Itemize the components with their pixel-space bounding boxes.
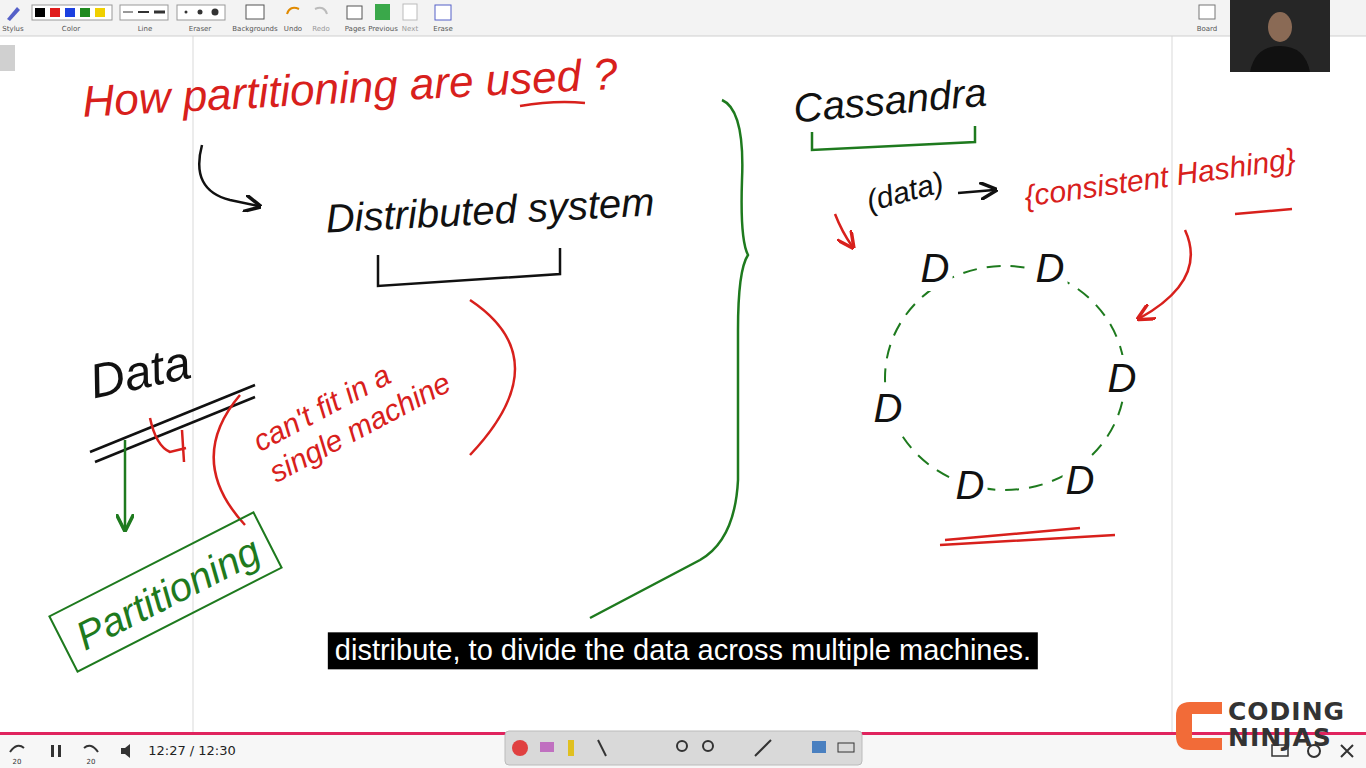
parenthesis bbox=[214, 395, 245, 525]
arrow-stroke bbox=[835, 214, 852, 246]
toolbar bbox=[0, 0, 1366, 36]
toolbar-label: Line bbox=[138, 25, 153, 33]
data-label-wrap: Data bbox=[85, 334, 196, 409]
system-label: Cassandra bbox=[792, 69, 989, 132]
toolbar-icons bbox=[7, 4, 1215, 21]
arrow-stroke bbox=[199, 145, 258, 206]
skip-seconds-wrap: 20 bbox=[87, 758, 96, 766]
toolbar-label: Eraser bbox=[189, 25, 211, 33]
skip-seconds-wrap: 20 bbox=[13, 758, 22, 766]
toolbar-border bbox=[0, 36, 1366, 37]
toolbar-label-wrap: Redo bbox=[312, 25, 330, 33]
parenthesis bbox=[470, 300, 515, 455]
ring-node-label: D bbox=[1033, 245, 1068, 291]
skip-seconds: 20 bbox=[87, 758, 96, 766]
toolbar-label-wrap: Color bbox=[62, 25, 80, 33]
ring-node-label-wrap: D bbox=[918, 245, 953, 291]
ring-node-label: D bbox=[953, 462, 988, 508]
ring-node-label-wrap: D bbox=[1033, 245, 1068, 291]
toolbar-label-wrap: Pages bbox=[345, 25, 366, 33]
bracket bbox=[378, 248, 560, 286]
toolbar-label: Next bbox=[402, 25, 418, 33]
brand-logo bbox=[1176, 702, 1222, 750]
underline bbox=[1235, 209, 1292, 214]
time-readout-wrap: 12:27 / 12:30 bbox=[148, 744, 236, 759]
toolbar-label-wrap: Backgrounds bbox=[232, 25, 277, 33]
ring-node-label: D bbox=[918, 245, 953, 291]
ring-node-label-wrap: D bbox=[953, 462, 988, 508]
ring-node-label: D bbox=[1105, 355, 1140, 401]
system-label: Distributed system bbox=[325, 178, 656, 241]
side-tab bbox=[0, 45, 15, 71]
title: How partitioning are used ? bbox=[81, 49, 619, 128]
data-label: (data) bbox=[863, 165, 948, 219]
annotation-toolbar bbox=[505, 731, 862, 765]
caption-wrap: distribute, to divide the data across mu… bbox=[328, 632, 1038, 669]
time-readout: 12:27 / 12:30 bbox=[148, 744, 236, 759]
webcam-thumbnail bbox=[1230, 0, 1330, 72]
toolbar-label: Redo bbox=[312, 25, 330, 33]
note-label: can't fit in a single machine bbox=[247, 321, 482, 490]
toolbar-label-wrap: Board bbox=[1197, 25, 1218, 33]
ring-node-label: D bbox=[1063, 457, 1098, 503]
underline bbox=[940, 528, 1115, 545]
arrow-stroke bbox=[124, 440, 127, 528]
arrow-stroke bbox=[150, 418, 186, 462]
brand-name-wrap: CODING NINJAS bbox=[1228, 699, 1358, 752]
arrow-stroke bbox=[958, 190, 994, 193]
data-label: Data bbox=[85, 334, 196, 409]
toolbar-label: Previous bbox=[368, 25, 398, 33]
toolbar-label: Undo bbox=[284, 25, 302, 33]
ring-node-label-wrap: D bbox=[1063, 457, 1098, 503]
toolbar-label-wrap: Erase bbox=[433, 25, 453, 33]
toolbar-label: Color bbox=[62, 25, 80, 33]
technique-label: {consistent Hashing} bbox=[1022, 142, 1298, 214]
data-label-wrap: (data) bbox=[863, 165, 948, 219]
brand-name: CODING NINJAS bbox=[1228, 699, 1358, 752]
toolbar-label: Stylus bbox=[2, 25, 23, 33]
system-label-wrap: Cassandra bbox=[792, 69, 989, 132]
toolbar-label-wrap: Undo bbox=[284, 25, 302, 33]
note-label-wrap: can't fit in a single machine bbox=[247, 321, 482, 490]
title-wrap: How partitioning are used ? bbox=[81, 49, 619, 128]
brace bbox=[590, 100, 748, 618]
toolbar-label: Backgrounds bbox=[232, 25, 277, 33]
toolbar-label-wrap: Stylus bbox=[2, 25, 23, 33]
bracket bbox=[812, 126, 975, 150]
page-border bbox=[1171, 36, 1173, 733]
skip-seconds: 20 bbox=[13, 758, 22, 766]
toolbar-label: Erase bbox=[433, 25, 453, 33]
technique-label-wrap: {consistent Hashing} bbox=[1022, 142, 1298, 214]
ring-node-label-wrap: D bbox=[871, 385, 906, 431]
toolbar-label-wrap: Line bbox=[138, 25, 153, 33]
toolbar-label-wrap: Eraser bbox=[189, 25, 211, 33]
subtitle-caption: distribute, to divide the data across mu… bbox=[328, 632, 1038, 669]
toolbar-label-wrap: Previous bbox=[368, 25, 398, 33]
partition-box: Partitioning bbox=[48, 511, 283, 673]
arrow-stroke bbox=[1140, 230, 1191, 318]
ring-node-label-wrap: D bbox=[1105, 355, 1140, 401]
toolbar-label-wrap: Next bbox=[402, 25, 418, 33]
toolbar-label: Board bbox=[1197, 25, 1218, 33]
system-label-wrap: Distributed system bbox=[325, 178, 656, 241]
toolbar-label: Pages bbox=[345, 25, 366, 33]
box-text: Partitioning bbox=[68, 529, 264, 659]
ring-node-label: D bbox=[871, 385, 906, 431]
